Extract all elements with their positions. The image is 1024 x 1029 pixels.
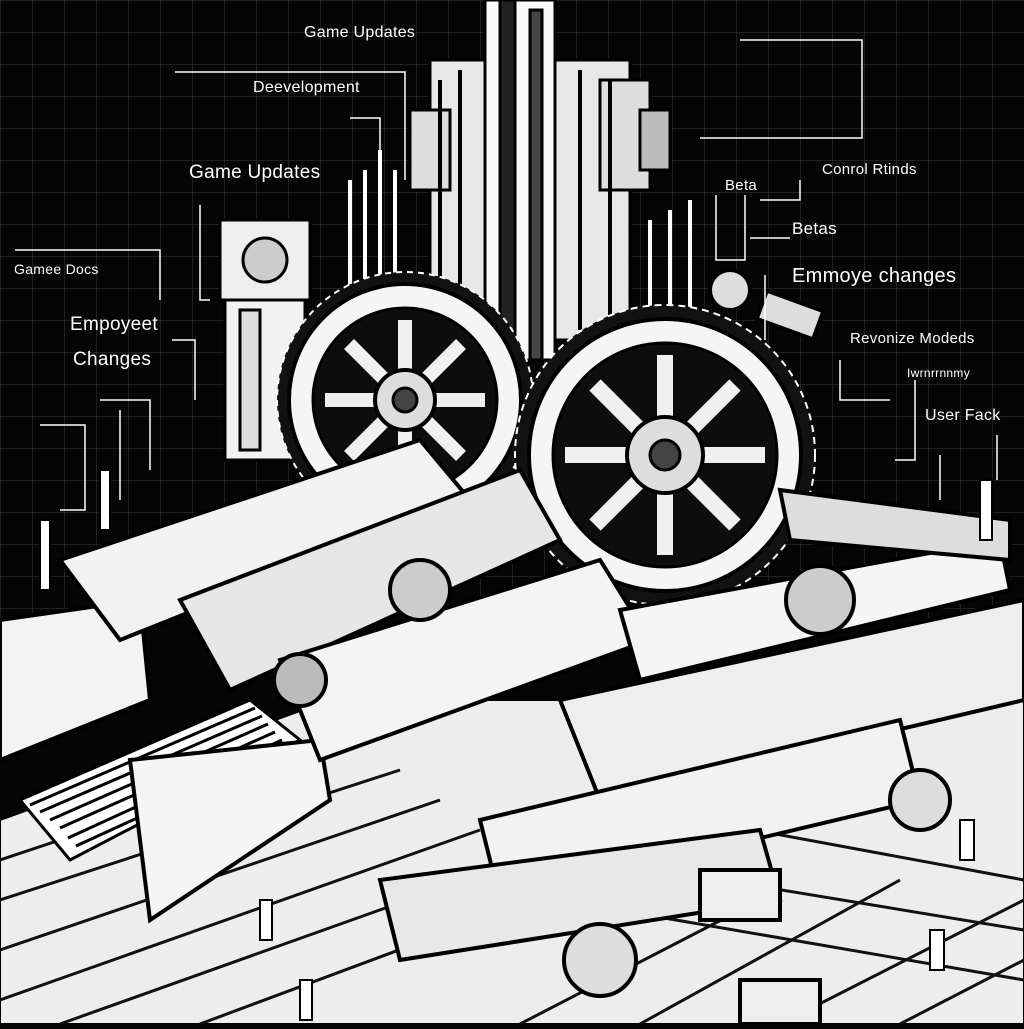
label-changes: Changes bbox=[73, 349, 152, 370]
label-lrrrnm: Iwrnrrnnmy bbox=[907, 366, 971, 380]
label-user-fack: User Fack bbox=[925, 407, 1001, 424]
stairs bbox=[0, 597, 333, 924]
small-figures bbox=[39, 469, 993, 1021]
central-tower bbox=[348, 0, 692, 362]
callout-lines bbox=[15, 39, 998, 511]
label-game-updates-top: Game Updates bbox=[304, 24, 416, 41]
label-revenue-models: Revonize Modeds bbox=[850, 330, 975, 347]
label-betas: Betas bbox=[792, 219, 837, 238]
label-empoyeet: Empoyeet bbox=[70, 314, 158, 335]
gear-left bbox=[276, 271, 534, 529]
gear-right bbox=[514, 304, 816, 606]
label-emmoye-changes: Emmoye changes bbox=[792, 265, 957, 287]
label-gamee-docs: Gamee Docs bbox=[14, 261, 99, 277]
label-game-updates-left: Game Updates bbox=[189, 162, 321, 183]
label-beta: Beta bbox=[725, 177, 758, 194]
label-control-rtinds: Conrol Rtinds bbox=[822, 161, 917, 178]
pipes bbox=[56, 268, 1024, 1026]
label-development: Deevelopment bbox=[253, 79, 360, 96]
